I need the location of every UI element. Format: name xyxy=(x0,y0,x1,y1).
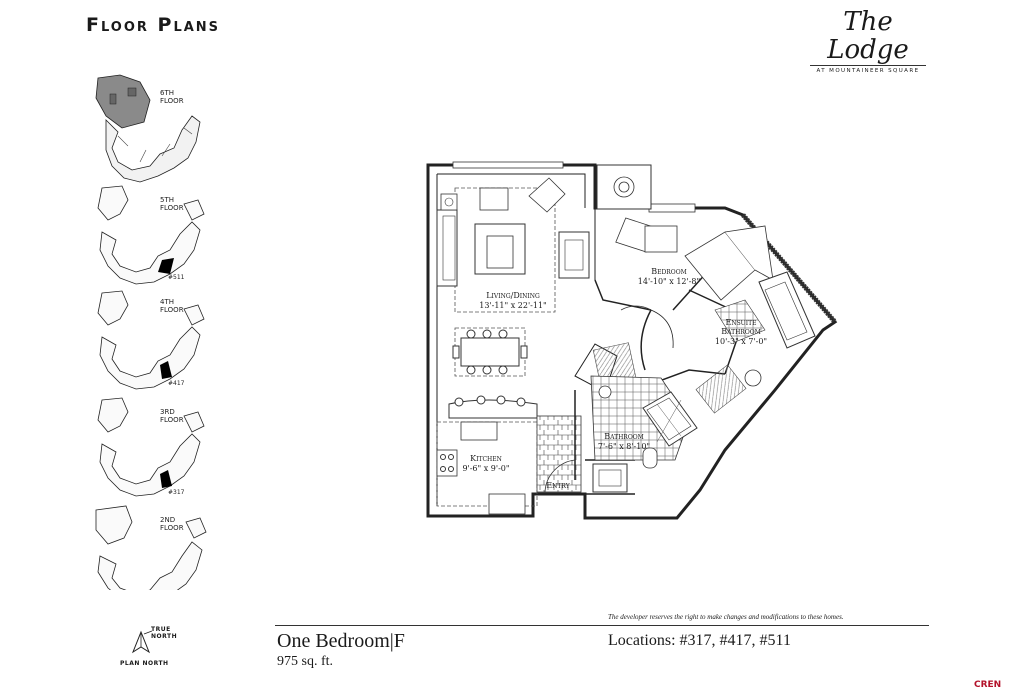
logo-subtitle: AT MOUNTAINEER SQUARE xyxy=(816,68,920,74)
logo-rule xyxy=(810,65,926,66)
plan-name: One Bedroom|F xyxy=(277,630,405,652)
brand-logo: The Lodge AT MOUNTAINEER SQUARE xyxy=(806,8,930,74)
room-label-kitchen: Kitchen xyxy=(470,454,502,463)
developer-disclaimer: The developer reserves the right to make… xyxy=(608,613,844,621)
fireplace xyxy=(558,231,590,279)
cren-watermark: CREN xyxy=(974,680,1002,690)
key-plan-2nd-floor xyxy=(95,505,207,590)
kitchen-area xyxy=(436,395,582,515)
room-dims-kitchen: 9'-6" x 9'-0" xyxy=(462,464,510,473)
footer-divider xyxy=(275,625,929,626)
plan-north-label: PLAN NORTH xyxy=(120,660,169,667)
logo-script: The Lodge xyxy=(827,7,909,65)
unit-floor-plan xyxy=(426,161,838,520)
unit-tag-511: #511 xyxy=(168,274,185,281)
floor-key-plans xyxy=(95,74,207,590)
dining-table xyxy=(452,327,528,377)
unit-locations: Locations: #317, #417, #511 xyxy=(608,632,791,649)
room-label-entry: Entry xyxy=(546,481,570,490)
compass-arrow-icon xyxy=(131,630,153,654)
bedroom-furniture xyxy=(615,217,774,301)
key-plan-4th-floor xyxy=(97,290,205,390)
room-label-ensuite-2: Bathroom xyxy=(721,327,761,336)
room-label-bedroom: Bedroom xyxy=(651,267,687,276)
room-dims-bedroom: 14'-10" x 12'-8" xyxy=(637,277,701,286)
room-dims-ensuite: 10'-3" x 7'-0" xyxy=(714,337,768,346)
plan-square-footage: 975 sq. ft. xyxy=(277,654,333,669)
room-label-living: Living/Dining xyxy=(486,291,540,300)
page-title: Floor Plans xyxy=(86,14,221,36)
key-plan-6th-floor xyxy=(95,74,201,183)
key-plan-5th-floor xyxy=(97,185,205,285)
bathroom-fixtures xyxy=(590,375,698,469)
unit-tag-317: #317 xyxy=(168,489,185,496)
true-north-label-1: TRUE xyxy=(151,626,171,633)
room-label-bathroom: Bathroom xyxy=(604,432,644,441)
living-dining-area xyxy=(436,177,566,313)
key-plan-3rd-floor xyxy=(97,397,205,497)
unit-tag-417: #417 xyxy=(168,380,185,387)
room-dims-living: 13'-11" x 22'-11" xyxy=(479,301,547,310)
room-label-ensuite-1: Ensuite xyxy=(725,318,757,327)
room-dims-bathroom: 7'-6" x 8'-10" xyxy=(597,442,651,451)
ensuite-fixtures xyxy=(714,271,816,387)
true-north-label-2: NORTH xyxy=(151,633,178,640)
